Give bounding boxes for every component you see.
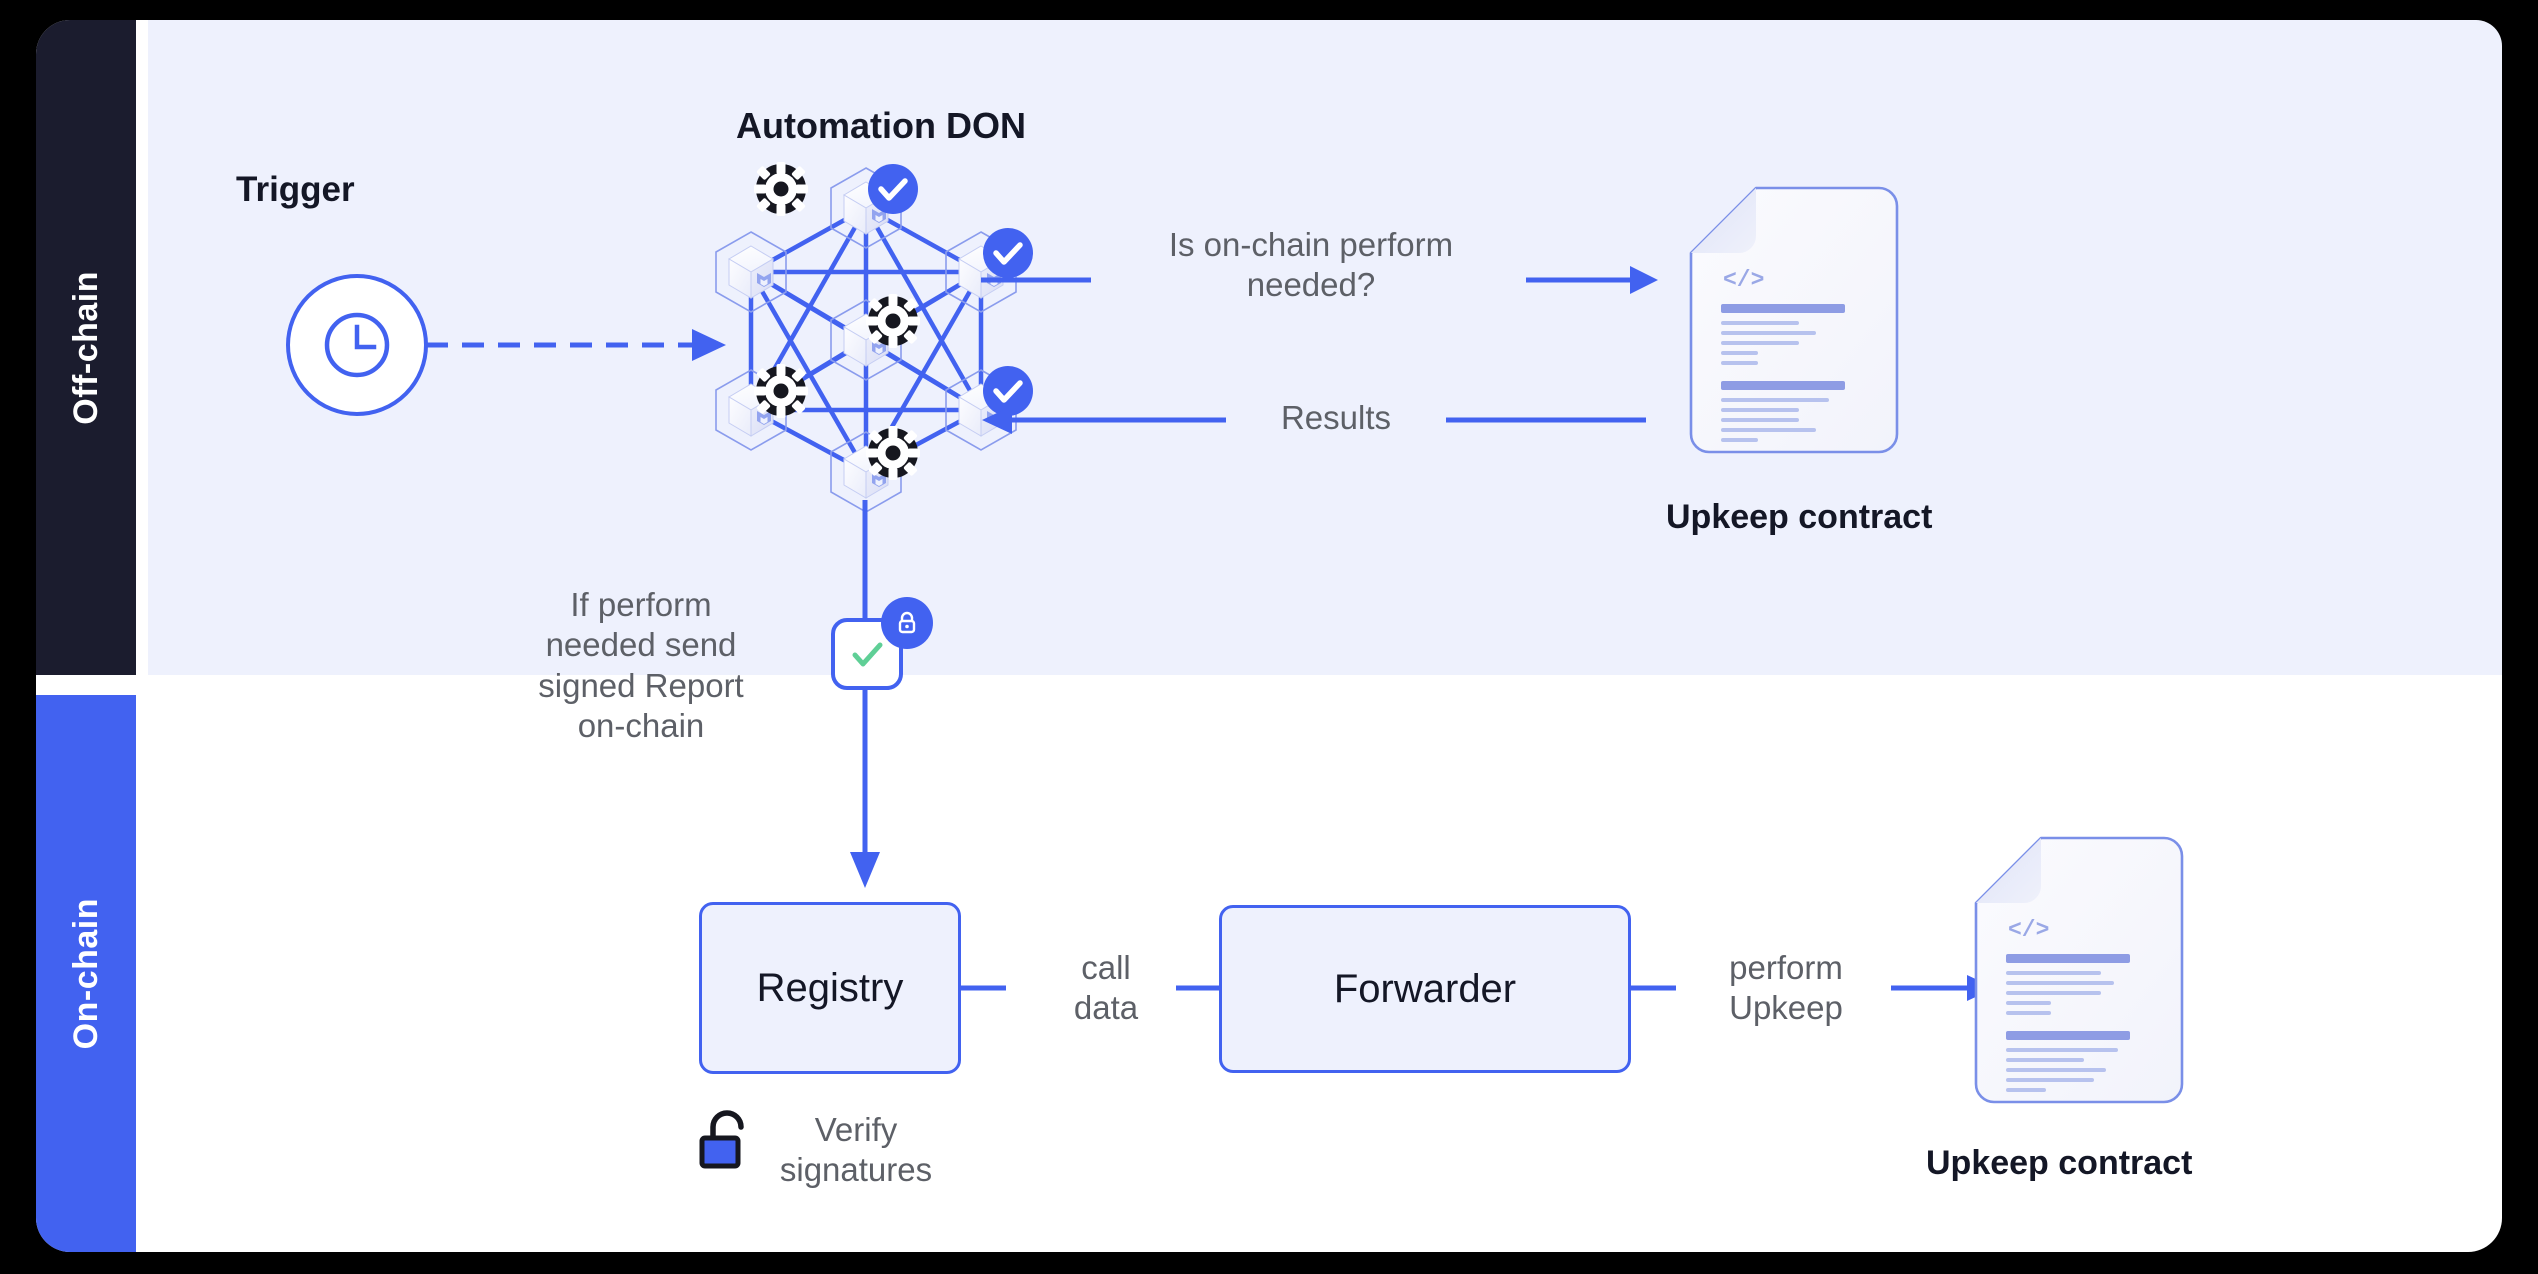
don-heading: Automation DON [736,105,1026,146]
don-check-badge-top [868,164,918,214]
trigger-to-don-arrow [426,329,726,361]
trigger-node[interactable] [286,274,428,416]
diagram-card: Off-chain On-chain Trigger Automation DO… [36,20,2502,1252]
if-perform-needed-label: If perform needed send signed Report on-… [538,586,744,744]
don-check-badge-lower-right [983,366,1033,416]
is-onchain-perform-needed-label: Is on-chain perform needed? [1168,226,1454,304]
registry-out-line [958,985,1006,991]
svg-text:</>: </> [2008,917,2049,943]
clock-icon [324,312,390,378]
section-tab-onchain: On-chain [36,695,136,1252]
don-gear-badge-lower-left [754,364,808,418]
question-to-contract-arrow [1526,266,1658,294]
don-gear-badge-upper-left-glyph [754,162,808,216]
don-check-badge-upper-right [983,228,1033,278]
results-label: Results [1280,399,1392,436]
svg-text:</>: </> [1723,267,1764,293]
offchain-label: Off-chain [66,270,105,425]
forwarder-box[interactable]: Forwarder [1219,905,1631,1073]
verify-signatures-label: Verify signatures [779,1111,933,1189]
lock-open-icon [699,1110,744,1169]
don-to-question-line [981,277,1091,283]
upkeep-contract-onchain-icon[interactable]: </> [1946,820,2206,1120]
don-gear-badge-center [866,294,920,348]
lock-closed-badge [881,597,933,649]
section-tab-offchain: Off-chain [36,20,136,675]
upkeep-contract-onchain-label: Upkeep contract [1926,1144,2193,1182]
registry-label: Registry [756,965,904,1010]
perform-upkeep-label: perform Upkeep [1729,949,1843,1027]
don-to-registry-arrow [850,500,880,888]
forwarder-label: Forwarder [1333,966,1517,1011]
upkeep-contract-offchain-icon[interactable]: </> [1661,170,1921,470]
registry-box[interactable]: Registry [699,902,961,1074]
trigger-heading: Trigger [236,170,355,209]
call-data-label: call data [1073,949,1139,1027]
contract-to-results-line [1446,417,1646,423]
results-arrow-to-don [982,406,1226,434]
automation-don-network[interactable] [696,160,1036,520]
lock-closed-icon [898,611,916,634]
check-icon [852,642,883,667]
onchain-label: On-chain [66,897,105,1050]
don-gear-badge-bottom [866,426,920,480]
upkeep-contract-offchain-label: Upkeep contract [1666,498,1933,536]
forwarder-out-line [1628,985,1676,991]
